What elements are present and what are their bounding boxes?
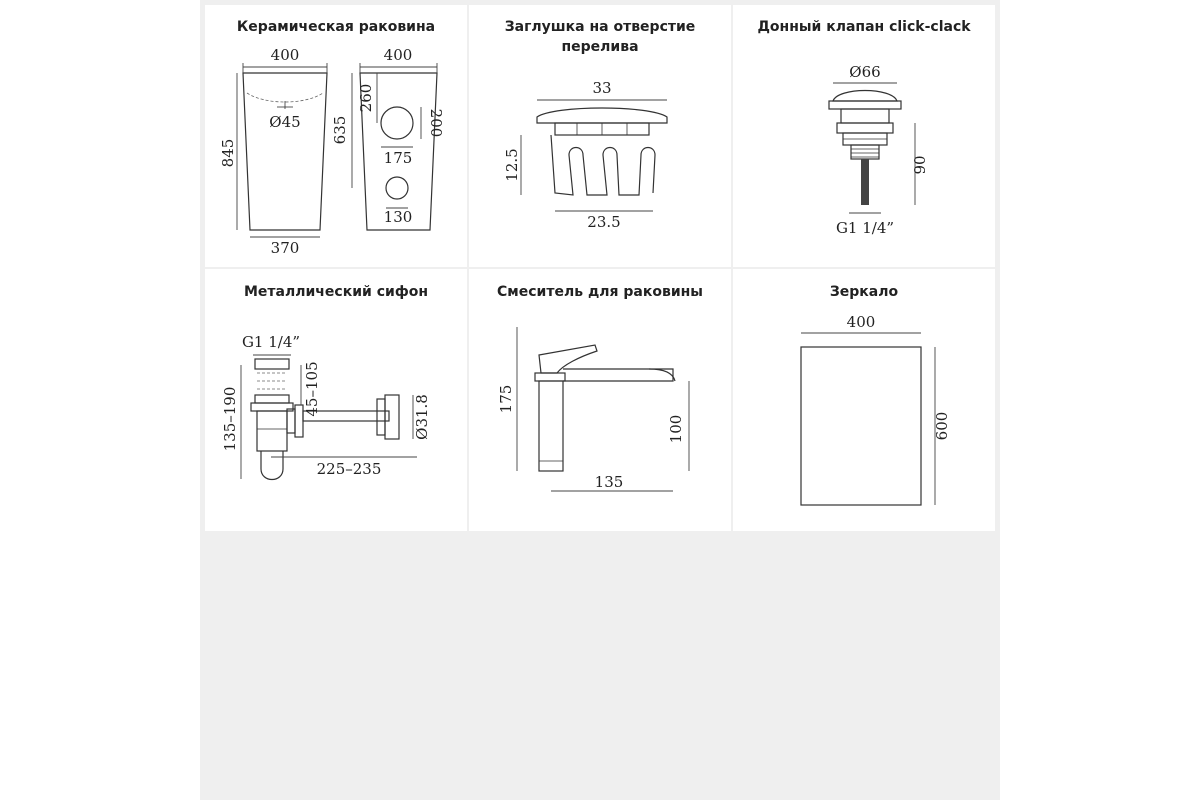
dim-siphon-outlet-diameter: Ø31.8 xyxy=(413,394,431,440)
dim-total-height: 845 xyxy=(219,139,237,168)
card-click-clack: Донный клапан click-clack Ø66 90 G1 1 xyxy=(733,5,995,267)
card-title-line2: перелива xyxy=(561,39,639,55)
overflow-cap-drawing: 33 12.5 23.5 xyxy=(503,79,668,231)
click-clack-drawing: Ø66 90 G1 1/4” xyxy=(828,63,929,237)
dim-faucet-spout-height: 100 xyxy=(667,415,685,444)
faucet-drawing: 175 100 135 xyxy=(497,327,690,492)
dim-base-width: 370 xyxy=(271,239,300,257)
dim-click-clack-height: 90 xyxy=(911,155,929,174)
dim-175: 175 xyxy=(384,149,413,167)
dim-click-clack-diameter: Ø66 xyxy=(849,63,880,81)
dim-cap-height: 12.5 xyxy=(503,148,521,181)
mirror-drawing: 400 600 xyxy=(800,313,951,506)
dim-side-height: 635 xyxy=(331,116,349,145)
dim-mirror-width: 400 xyxy=(847,313,876,331)
dim-front-width: 400 xyxy=(271,46,300,64)
ceramic-sink-drawing: 400 845 Ø45 370 400 635 260 xyxy=(219,46,445,257)
card-title-line1: Заглушка на отверстие xyxy=(504,19,696,35)
card-siphon: Металлический сифон G1 1/4” 135–190 xyxy=(205,269,467,531)
card-ceramic-sink: Керамическая раковина 400 845 Ø45 370 xyxy=(205,5,467,267)
card-title: Керамическая раковина xyxy=(236,19,436,35)
dim-faucet-reach: 135 xyxy=(595,473,624,491)
dim-siphon-thread: G1 1/4” xyxy=(242,333,300,351)
card-overflow-cap: Заглушка на отверстие перелива 33 12.5 2… xyxy=(469,5,731,267)
card-title: Металлический сифон xyxy=(244,284,428,300)
dim-faucet-height: 175 xyxy=(497,385,515,414)
dim-siphon-height-range: 135–190 xyxy=(221,387,239,452)
dim-siphon-45-105: 45–105 xyxy=(303,361,321,416)
card-mirror: Зеркало 400 600 xyxy=(733,269,995,531)
dim-cap-bottom-width: 23.5 xyxy=(587,213,620,231)
dim-260: 260 xyxy=(357,84,375,113)
siphon-drawing: G1 1/4” 135–190 45–105 xyxy=(221,333,431,481)
spec-sheet: Керамическая раковина 400 845 Ø45 370 xyxy=(200,0,1000,800)
dim-side-width: 400 xyxy=(384,46,413,64)
dim-130: 130 xyxy=(384,208,413,226)
dim-cap-top-width: 33 xyxy=(592,79,611,97)
dim-siphon-width-range: 225–235 xyxy=(317,460,382,478)
dim-200: 200 xyxy=(427,109,445,138)
card-title: Смеситель для раковины xyxy=(497,284,703,300)
dim-drain-diameter: Ø45 xyxy=(269,113,300,131)
card-title: Зеркало xyxy=(829,284,899,300)
dim-mirror-height: 600 xyxy=(933,412,951,441)
dim-click-clack-thread: G1 1/4” xyxy=(836,219,894,237)
card-faucet: Смеситель для раковины 175 100 135 xyxy=(469,269,731,531)
card-title: Донный клапан click-clack xyxy=(757,19,971,35)
